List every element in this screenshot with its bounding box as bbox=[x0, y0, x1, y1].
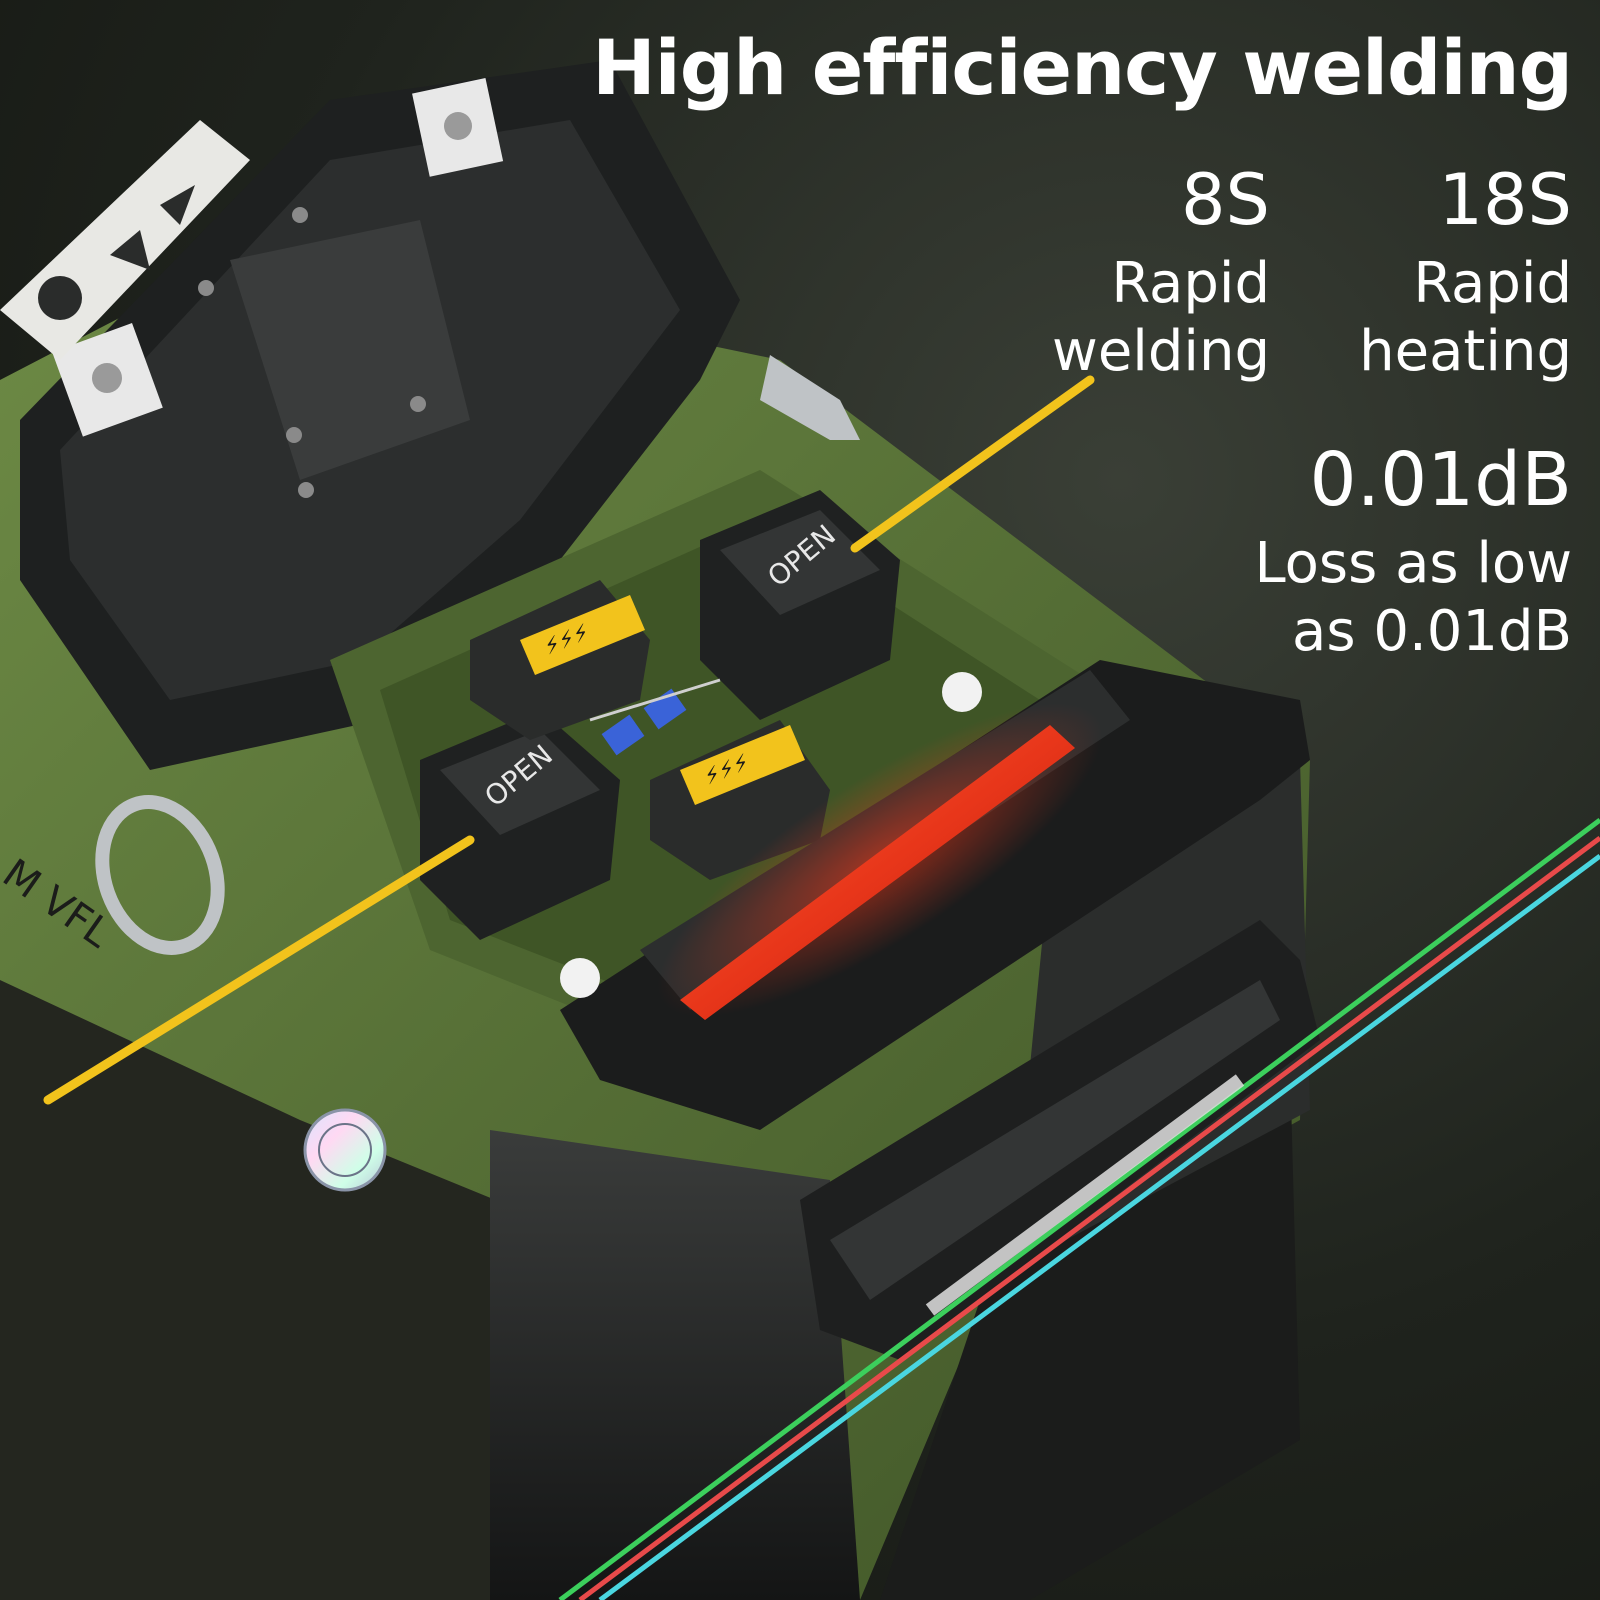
spec-loss: 0.01dB bbox=[1309, 437, 1572, 523]
spec-weld-time: 8S bbox=[1181, 159, 1270, 241]
spec-weld-label-line2: welding bbox=[1052, 319, 1270, 384]
electrode-block-upper: ⚡⚡⚡ bbox=[470, 580, 650, 740]
light-button-icon[interactable] bbox=[38, 276, 82, 320]
headline: High efficiency welding bbox=[592, 23, 1573, 112]
down-arrow-icon[interactable] bbox=[160, 185, 195, 225]
holographic-seal bbox=[303, 1108, 387, 1192]
ribbon-fibers bbox=[558, 818, 1600, 1600]
heater-oven bbox=[560, 660, 1310, 1130]
side-hook-loop bbox=[95, 355, 860, 955]
v-groove-holders bbox=[589, 678, 721, 756]
wind-cover-open[interactable] bbox=[20, 60, 740, 770]
fiber-yellow-right bbox=[850, 375, 1095, 553]
fiber-clamp-right[interactable]: OPEN bbox=[700, 490, 900, 720]
fiber-clamp-left[interactable]: OPEN bbox=[420, 710, 620, 940]
heater-lid-open[interactable] bbox=[800, 920, 1320, 1360]
white-dot-marker bbox=[942, 672, 982, 712]
spec-heat-label-line1: Rapid bbox=[1413, 251, 1572, 316]
spec-loss-label-line2: as 0.01dB bbox=[1292, 599, 1572, 664]
up-arrow-icon[interactable] bbox=[110, 230, 150, 270]
fiber-yellow-left bbox=[43, 835, 475, 1105]
spec-heat-time: 18S bbox=[1438, 159, 1572, 241]
heating-element bbox=[680, 725, 1075, 1020]
spec-heat-label: Rapid heating bbox=[1359, 250, 1572, 386]
spec-weld-label-line1: Rapid bbox=[1111, 251, 1270, 316]
spec-heat-label-line2: heating bbox=[1359, 319, 1572, 384]
spec-loss-label: Loss as low as 0.01dB bbox=[1254, 530, 1572, 666]
control-button-row bbox=[0, 120, 250, 360]
spec-loss-label-line1: Loss as low bbox=[1254, 531, 1572, 596]
spec-weld-label: Rapid welding bbox=[1052, 250, 1270, 386]
white-dot-marker bbox=[560, 958, 600, 998]
